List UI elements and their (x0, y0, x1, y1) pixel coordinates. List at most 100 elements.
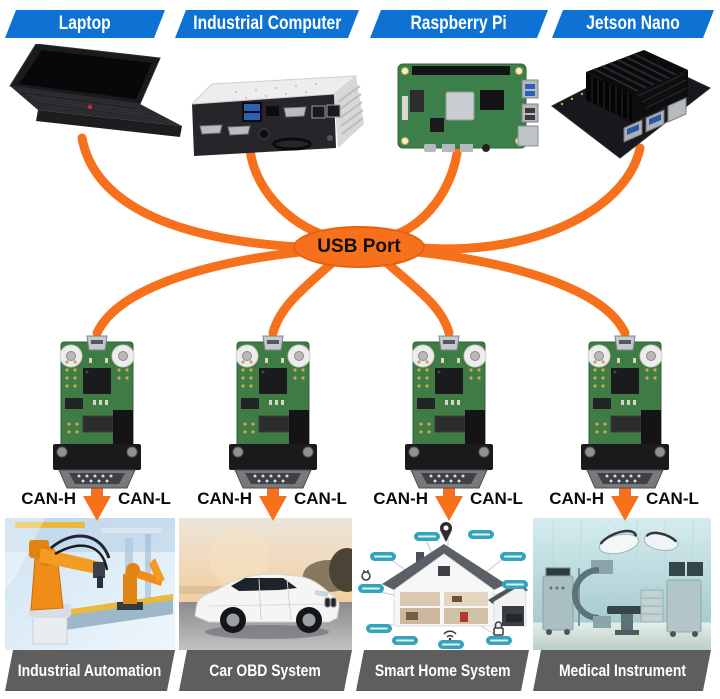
app-label-car-obd: Car OBD System (179, 650, 352, 691)
mounting-standoff (59, 344, 83, 368)
usb-can-adapter-board (229, 335, 317, 489)
location-pin-icon (440, 522, 452, 542)
serial-port (227, 125, 251, 136)
cable-jetson-nano-to-hub (417, 143, 645, 254)
can-transceiver-chip (258, 415, 290, 433)
app-label-text: Car OBD System (209, 660, 322, 680)
laptop-front-edge (36, 110, 182, 137)
db9-screw (126, 446, 138, 458)
app-panel-smart-home: Smart Home System (356, 518, 529, 650)
heatsink-top (586, 50, 688, 94)
white-sedan (194, 573, 340, 633)
headlight (315, 590, 329, 597)
db9-screw (232, 446, 244, 458)
power-jack (258, 128, 270, 140)
heatsink-side (632, 70, 688, 122)
jetson-nano-photo (551, 50, 711, 159)
mounting-standoff (463, 344, 487, 368)
handle (272, 137, 312, 151)
can-transceiver-chip (82, 415, 114, 433)
adapter-column-4: CAN-H CAN-L (537, 330, 713, 526)
adapter-column-1: CAN-H CAN-L (9, 330, 185, 526)
adapter-column-3: CAN-H CAN-L (361, 330, 537, 526)
trackpoint-dot (87, 104, 93, 110)
host-label-industrial-computer: Industrial Computer (175, 10, 359, 38)
db9-screw (56, 446, 68, 458)
raspberry-pi-photo (397, 63, 539, 152)
app-label-industrial-automation: Industrial Automation (5, 650, 175, 691)
can-h-label: CAN-H (373, 489, 428, 508)
cable-hub-to-adapter-2 (268, 257, 338, 338)
ethernet-port (326, 104, 341, 118)
wifi-icon (443, 630, 457, 638)
house-roof (382, 544, 506, 590)
monitor-cart (666, 562, 703, 637)
can-transceiver-chip (434, 415, 466, 433)
adapter-column-2: CAN-H CAN-L (185, 330, 361, 526)
display-connector (402, 96, 408, 120)
cable-raspberry-pi-to-hub (385, 141, 463, 241)
industrial-computer-photo (190, 75, 364, 156)
host-label-laptop: Laptop (5, 10, 165, 38)
can-l-label: CAN-L (646, 489, 699, 508)
mounting-standoff (235, 344, 259, 368)
robot-arm-small (117, 558, 165, 610)
mcu-chip (259, 368, 287, 394)
laptop-photo (9, 44, 182, 137)
db9-connector (581, 444, 669, 470)
db9-screw (584, 446, 596, 458)
db9-screw (478, 446, 490, 458)
host-label-text: Laptop (59, 13, 111, 34)
mounting-standoff (111, 344, 135, 368)
vga-port (283, 106, 307, 118)
db9-connector (229, 444, 317, 470)
app-label-medical: Medical Instrument (533, 650, 711, 691)
can-l-label: CAN-L (470, 489, 523, 508)
app-label-text: Industrial Automation (18, 660, 162, 680)
mcu-chip (435, 368, 463, 394)
micro-hdmi (442, 144, 455, 152)
grille (324, 597, 331, 608)
usb-can-adapter-board (53, 335, 141, 489)
app-panel-medical: Medical Instrument (533, 518, 711, 650)
app-label-text: Smart Home System (374, 660, 511, 680)
mcu-chip (611, 368, 639, 394)
displayport (266, 106, 279, 116)
soc-chip (445, 91, 475, 121)
laptop-screen-panel (19, 50, 152, 99)
cable-hub-to-adapter-4 (412, 247, 630, 338)
mounting-standoff (411, 344, 435, 368)
cable-hub-to-adapter-3 (381, 257, 454, 338)
ceiling-beam (15, 522, 85, 528)
db9-connector (405, 444, 493, 470)
db9-pins (605, 474, 641, 483)
ethernet-port (311, 105, 326, 119)
robot-arm-large (29, 534, 111, 645)
usb-port-hub: USB Port (293, 226, 425, 268)
mcu-chip (83, 368, 111, 394)
cable-hub-to-adapter-1 (92, 247, 306, 338)
operating-table (607, 606, 647, 635)
can-h-label: CAN-H (197, 489, 252, 508)
gpio-header (412, 66, 510, 75)
host-label-text: Jetson Nano (586, 13, 680, 34)
can-h-label: CAN-H (549, 489, 604, 508)
industrial-automation-photo (5, 518, 175, 650)
smart-device-tags (358, 530, 528, 649)
db9-pins (429, 474, 465, 483)
c-arm-machine (572, 560, 613, 628)
cable-industrial-computer-to-hub (245, 145, 339, 243)
app-label-smart-home: Smart Home System (356, 650, 529, 691)
db9-pins (253, 474, 289, 483)
can-h-label: CAN-H (21, 489, 76, 508)
host-label-jetson-nano: Jetson Nano (552, 10, 714, 38)
surgical-light-icon (643, 518, 679, 551)
db9-screw (408, 446, 420, 458)
usb-can-adapter-board (405, 335, 493, 489)
ethernet-jack (517, 125, 539, 147)
serial-port (199, 124, 223, 135)
smart-house (382, 544, 528, 627)
usb-can-adapter-board (581, 335, 669, 489)
